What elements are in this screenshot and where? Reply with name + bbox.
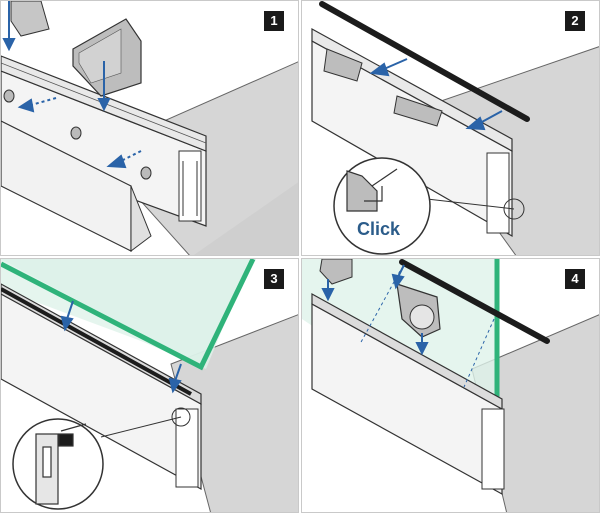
profile-end-section: [486, 152, 510, 234]
profile-end-section: [481, 408, 505, 490]
callout-leader: [100, 416, 182, 438]
glass-edge: [1, 259, 256, 371]
step-badge-1: 1: [264, 11, 284, 31]
step-1-illustration: [1, 1, 298, 255]
step-badge-3: 3: [264, 269, 284, 289]
profile-top: [311, 27, 513, 153]
callout-target: [171, 407, 191, 427]
step-2-illustration: [311, 1, 599, 255]
mounting-hole: [3, 89, 15, 103]
gasket-strip: [319, 1, 530, 122]
wedge-knob: [409, 304, 435, 330]
step-panel-3: 3: [0, 258, 299, 513]
click-label: Click: [357, 219, 401, 239]
step-panel-2: 2 Click: [301, 0, 600, 256]
mounting-hole: [140, 166, 152, 180]
mounting-hole: [70, 126, 82, 140]
insert-arrows: [369, 58, 503, 131]
step-badge-4: 4: [565, 269, 585, 289]
insert-arrows: [60, 300, 182, 394]
clamp-partial: [10, 1, 50, 37]
step-4-illustration: [302, 259, 599, 512]
concrete-slab-face: [193, 182, 298, 255]
step-panel-4: 4: [301, 258, 600, 513]
callout-target: [503, 198, 525, 220]
glass-panel-body: [1, 259, 251, 369]
wedge-clamp: [323, 48, 363, 82]
step-panel-1: 1: [0, 0, 299, 256]
guide-lines: [359, 270, 495, 388]
gasket-detail: [35, 423, 87, 505]
gasket-strip: [399, 259, 550, 344]
profile-end-section: [178, 150, 202, 222]
wedge-clamp-grid: [78, 28, 122, 84]
step-badge-2: 2: [565, 11, 585, 31]
gasket-strip: [1, 287, 192, 396]
cover-strip-lip: [130, 185, 152, 252]
callout-leader: [426, 198, 515, 210]
step-3-illustration: [1, 259, 298, 512]
insert-arrows: [2, 1, 142, 169]
insert-arrows: [321, 264, 429, 356]
wedge-clamp: [393, 95, 443, 127]
wedge-clamp: [319, 259, 353, 285]
click-detail: [346, 168, 398, 212]
profile-end-section: [175, 408, 199, 488]
